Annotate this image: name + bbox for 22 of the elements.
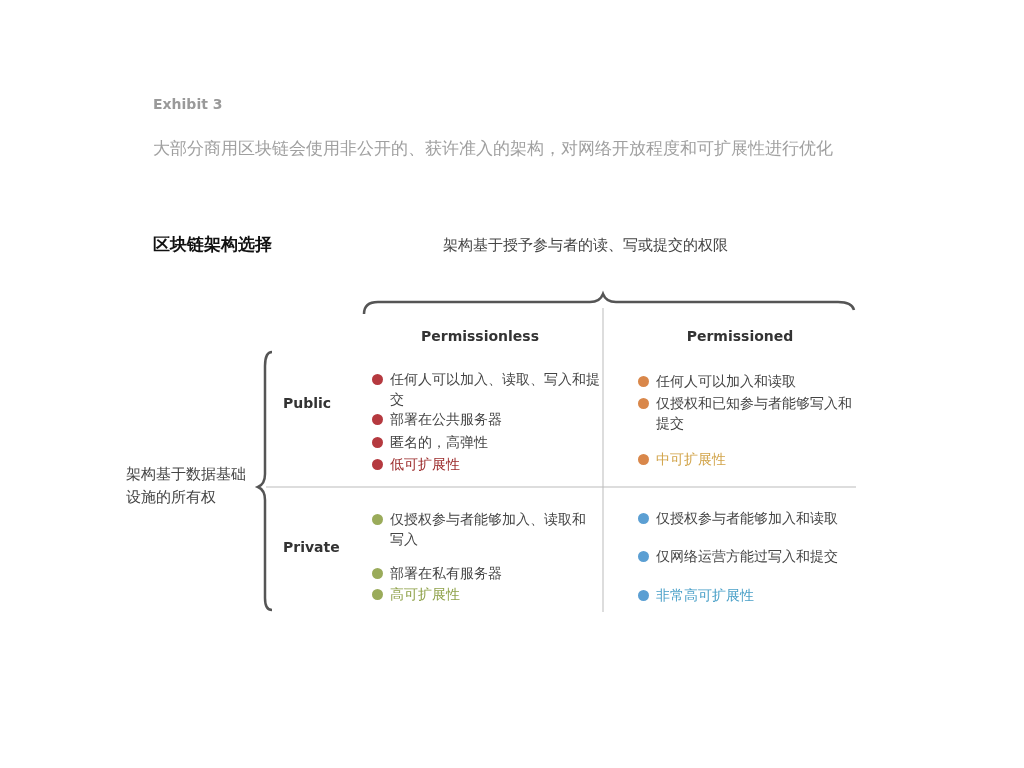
list-item: 中可扩展性 <box>656 450 726 469</box>
column-header: Permissioned <box>685 328 795 344</box>
list-item: 部署在私有服务器 <box>390 564 502 583</box>
list-item: 仅授权参与者能够加入、读取和写入 <box>390 510 587 549</box>
list-item: 部署在公共服务器 <box>390 410 502 429</box>
list-item: 非常高可扩展性 <box>656 586 754 605</box>
list-item: 低可扩展性 <box>390 455 460 474</box>
list-item: 仅授权参与者能够加入和读取 <box>656 509 838 528</box>
list-item: 高可扩展性 <box>390 585 460 604</box>
axis-caption: 架构基于数据基础设施的所有权 <box>126 464 246 508</box>
list-item: 任何人可以加入和读取 <box>656 372 796 391</box>
column-header: Permissionless <box>419 328 541 344</box>
exhibit-label: Exhibit 3 <box>153 96 223 112</box>
list-item: 匿名的，高弹性 <box>390 433 488 452</box>
list-item: 仅授权和已知参与者能够写入和提交 <box>656 394 853 433</box>
axis-caption: 架构基于授予参与者的读、写或提交的权限 <box>443 236 728 255</box>
row-header: Public <box>283 395 332 411</box>
row-header: Private <box>283 539 340 555</box>
subtitle: 大部分商用区块链会使用非公开的、获许准入的架构，对网络开放程度和可扩展性进行优化 <box>153 137 834 160</box>
section-heading: 区块链架构选择 <box>153 233 272 256</box>
list-item: 任何人可以加入、读取、写入和提交 <box>390 370 600 409</box>
list-item: 仅网络运营方能过写入和提交 <box>656 547 838 566</box>
